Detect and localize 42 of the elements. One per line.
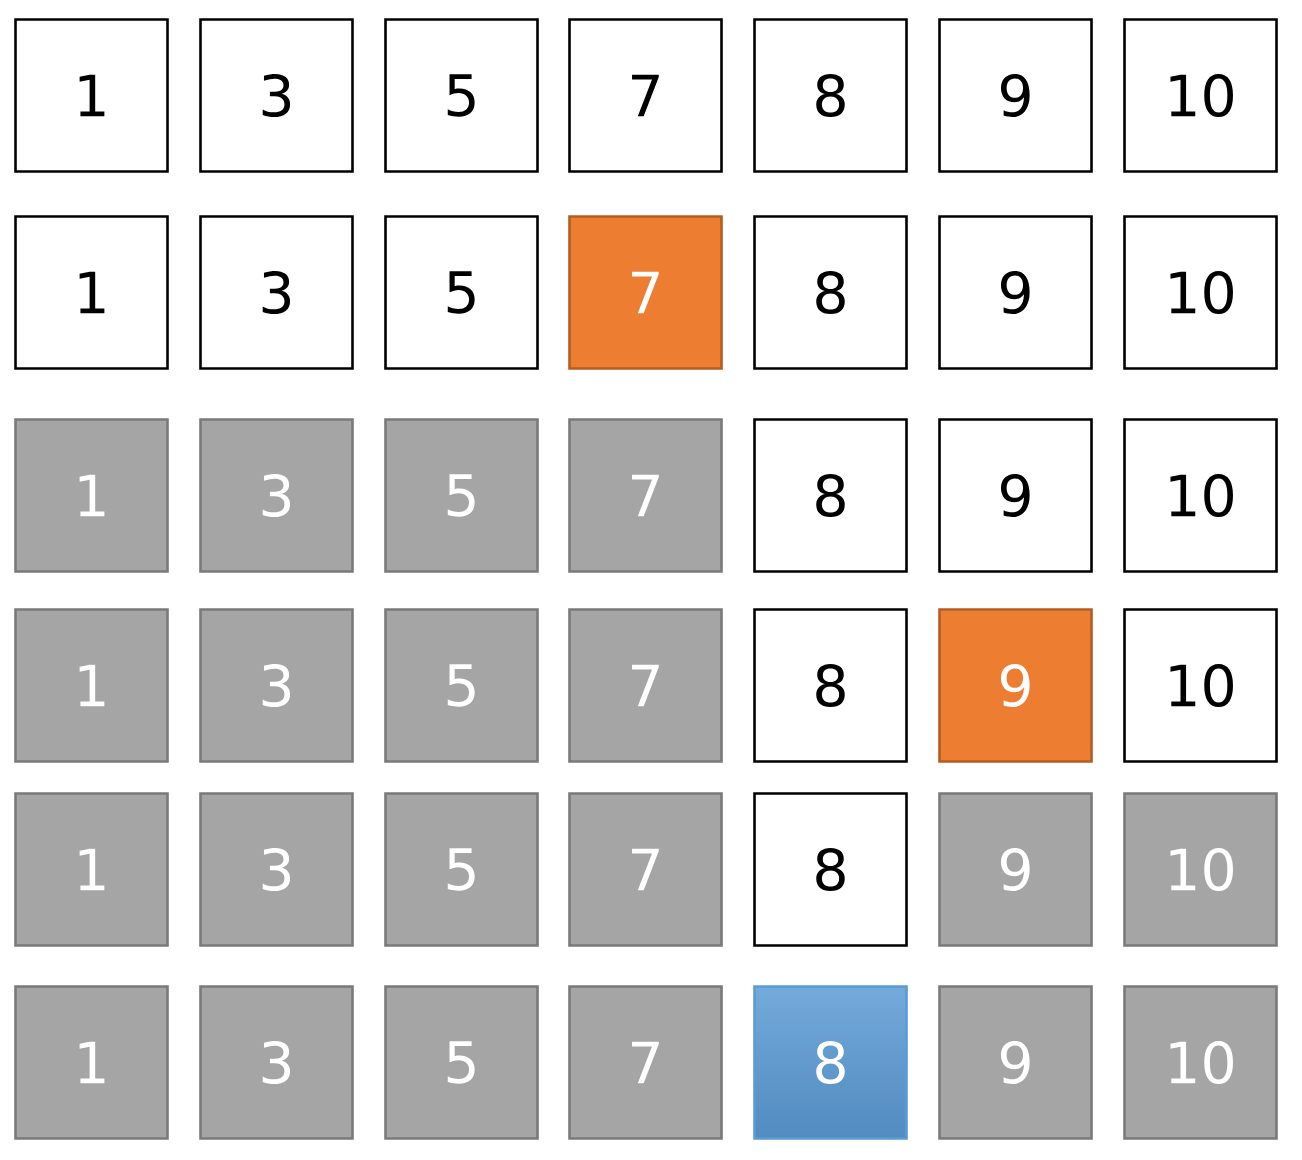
number-box: 9	[938, 215, 1093, 370]
number-box: 7	[568, 215, 723, 370]
number-box: 8	[753, 985, 908, 1140]
number-box: 5	[384, 418, 539, 573]
number-box: 10	[1123, 18, 1278, 173]
number-box: 5	[384, 608, 539, 763]
number-box: 1	[14, 18, 169, 173]
number-box: 3	[199, 215, 354, 370]
number-box: 7	[568, 985, 723, 1140]
number-box: 3	[199, 608, 354, 763]
number-box: 7	[568, 792, 723, 947]
number-box: 7	[568, 18, 723, 173]
number-box: 8	[753, 608, 908, 763]
number-box: 5	[384, 18, 539, 173]
number-box: 3	[199, 418, 354, 573]
number-box: 9	[938, 792, 1093, 947]
number-box: 1	[14, 418, 169, 573]
number-box: 3	[199, 18, 354, 173]
number-box: 1	[14, 792, 169, 947]
number-box: 10	[1123, 985, 1278, 1140]
number-box: 8	[753, 792, 908, 947]
number-box: 9	[938, 608, 1093, 763]
number-box: 1	[14, 215, 169, 370]
number-box: 5	[384, 215, 539, 370]
number-box: 5	[384, 792, 539, 947]
number-box: 9	[938, 18, 1093, 173]
number-box: 8	[753, 215, 908, 370]
number-box: 7	[568, 418, 723, 573]
number-box: 5	[384, 985, 539, 1140]
number-box: 7	[568, 608, 723, 763]
number-box: 8	[753, 18, 908, 173]
number-box: 1	[14, 608, 169, 763]
number-box: 3	[199, 985, 354, 1140]
number-box: 9	[938, 418, 1093, 573]
number-box: 10	[1123, 608, 1278, 763]
number-box: 10	[1123, 215, 1278, 370]
number-box: 10	[1123, 792, 1278, 947]
number-box: 1	[14, 985, 169, 1140]
number-box: 8	[753, 418, 908, 573]
number-box: 10	[1123, 418, 1278, 573]
number-box: 9	[938, 985, 1093, 1140]
number-box: 3	[199, 792, 354, 947]
